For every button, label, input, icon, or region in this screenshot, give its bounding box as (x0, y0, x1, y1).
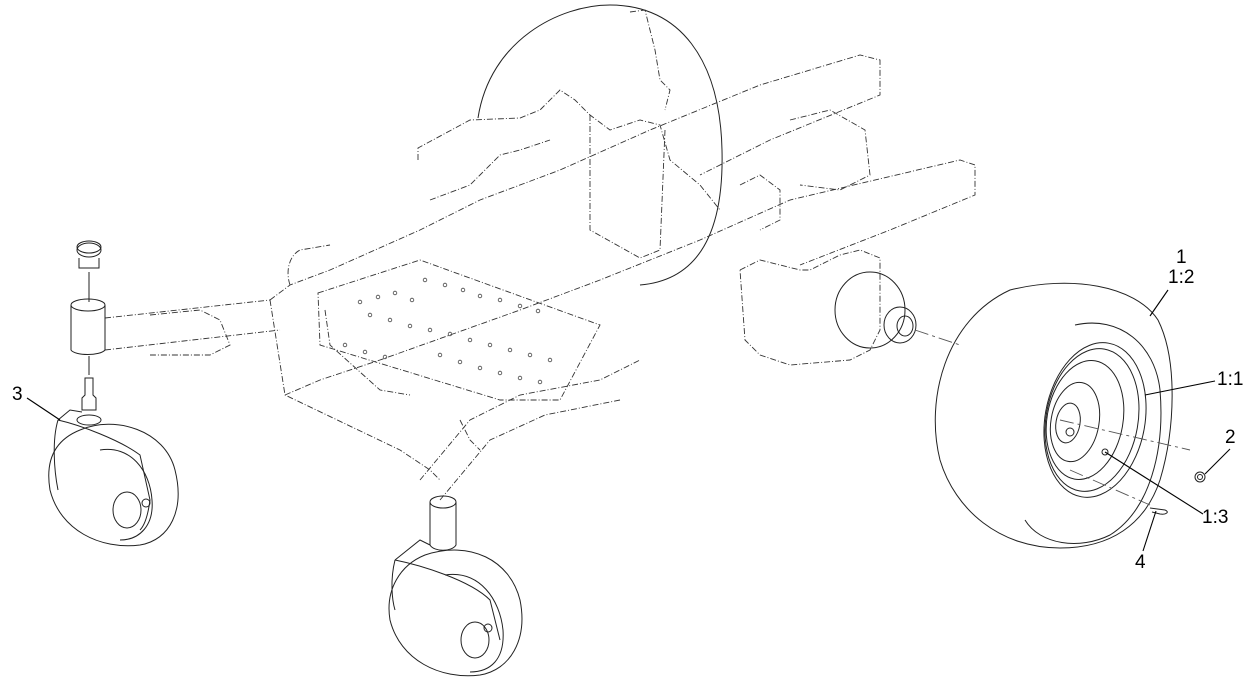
callout-1-1: 1:1 (1217, 369, 1244, 390)
wheel-motor-hub (834, 271, 961, 349)
rear-tire-background (477, 4, 723, 286)
callout-3: 3 (12, 384, 23, 405)
valve-stem-cap (1149, 507, 1168, 515)
callout-1-2: 1:2 (1168, 267, 1195, 288)
callout-4: 4 (1135, 552, 1146, 573)
chassis-frame (104, 9, 976, 501)
callout-2: 2 (1225, 427, 1236, 448)
callout-1-3: 1:3 (1202, 507, 1229, 528)
front-caster-assembly (388, 495, 523, 677)
floor-plate-holes (342, 277, 553, 385)
left-caster-assembly (48, 240, 179, 547)
leader-lines (26, 289, 1231, 552)
drive-wheel-assembly (934, 282, 1191, 549)
lug-nut (1194, 471, 1206, 483)
callout-1: 1 (1176, 247, 1187, 268)
